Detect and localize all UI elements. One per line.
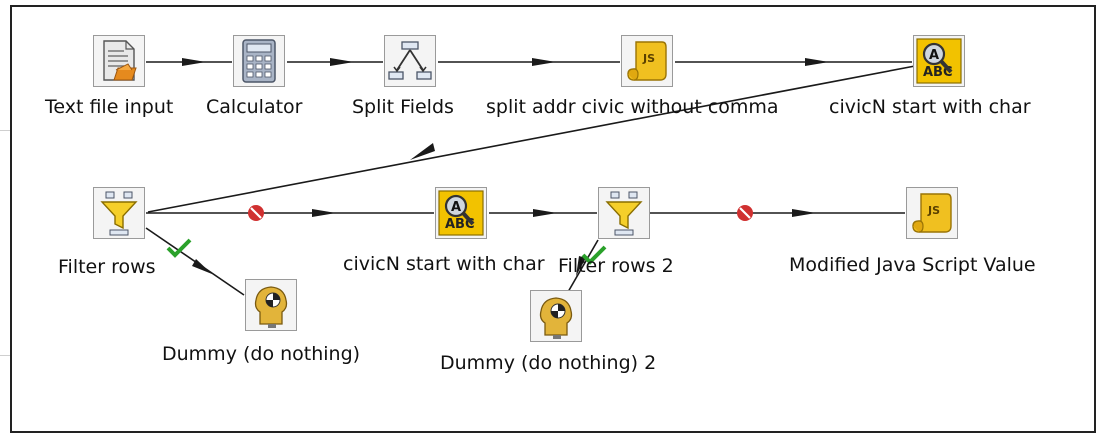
regex-eval-icon: ABC A: [916, 38, 962, 84]
left-divider: [0, 355, 10, 356]
dummy-icon: [539, 297, 573, 339]
step-label: Filter rows: [58, 256, 156, 278]
step-text-file-input[interactable]: [93, 35, 145, 87]
step-civicn-start-with-char[interactable]: ABC A: [913, 35, 965, 87]
split-fields-icon: [388, 41, 432, 80]
hop-filter2-dummy2-true[interactable]: [567, 239, 599, 293]
filter-icon: [605, 191, 643, 236]
left-divider: [0, 130, 10, 131]
step-filter-rows[interactable]: [93, 187, 145, 239]
text-file-icon: [103, 40, 137, 81]
hop-civicn-filter[interactable]: [147, 65, 916, 213]
true-check-icon: [166, 238, 192, 258]
javascript-icon: JS: [627, 41, 667, 81]
svg-text:A: A: [929, 48, 939, 63]
step-split-fields[interactable]: [384, 35, 436, 87]
filter-icon: [100, 191, 138, 236]
step-dummy-2[interactable]: [530, 290, 582, 342]
step-dummy[interactable]: [245, 279, 297, 331]
step-label: Dummy (do nothing): [162, 343, 361, 365]
step-label: Modified Java Script Value: [789, 254, 1036, 276]
step-label: split addr civic without comma: [486, 96, 779, 118]
step-label: civicN start with char: [829, 96, 1031, 118]
svg-text:ABC: ABC: [445, 217, 475, 232]
false-stop-icon: [248, 205, 264, 221]
step-calculator[interactable]: [233, 35, 285, 87]
regex-eval-icon: ABC A: [438, 190, 484, 236]
step-label: Calculator: [206, 96, 303, 118]
svg-text:JS: JS: [642, 52, 655, 65]
step-filter-rows-2[interactable]: [598, 187, 650, 239]
step-civicn-start-with-char-2[interactable]: ABC A: [435, 187, 487, 239]
step-label: civicN start with char: [343, 253, 545, 275]
step-split-addr-civic[interactable]: JS: [621, 35, 673, 87]
dummy-icon: [254, 286, 288, 328]
svg-text:JS: JS: [927, 204, 940, 217]
step-modified-java-script-value[interactable]: JS: [906, 187, 958, 239]
false-stop-icon: [737, 205, 753, 221]
true-check-icon: [581, 245, 607, 265]
svg-text:A: A: [451, 200, 461, 215]
calculator-icon: [242, 39, 276, 83]
step-label: Filter rows 2: [558, 255, 674, 277]
javascript-icon: JS: [912, 193, 952, 233]
step-label: Text file input: [45, 96, 174, 118]
svg-text:ABC: ABC: [923, 65, 953, 80]
step-label: Dummy (do nothing) 2: [440, 352, 657, 374]
step-label: Split Fields: [352, 96, 454, 118]
